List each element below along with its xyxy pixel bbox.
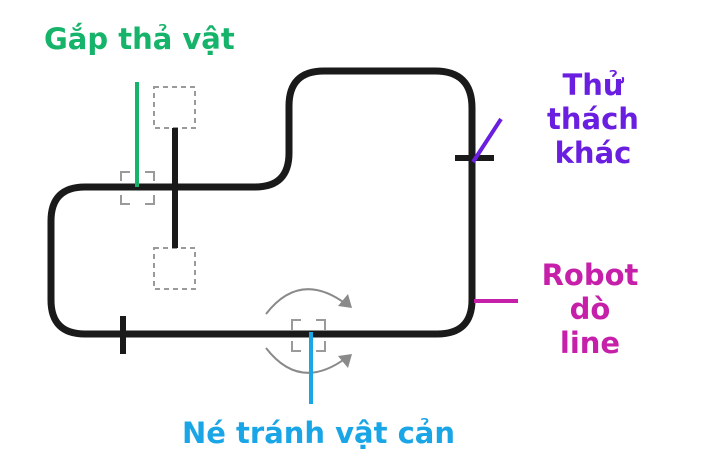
label-other-challenge: Thử thách khác — [547, 68, 639, 171]
arrow-head-bottom — [338, 354, 352, 368]
label-robot-line: Robot dò line — [541, 258, 639, 361]
label-grip-place: Gắp thả vật — [44, 22, 235, 56]
dashed-box-bottom — [153, 247, 196, 290]
arrow-head-top — [338, 294, 352, 308]
challenge-pointer — [471, 117, 503, 164]
dashed-corners-grip — [120, 171, 155, 205]
arrow-arc-top — [265, 288, 347, 315]
dashed-corners-obstacle — [291, 319, 326, 352]
label-obstacle-avoidance: Né tránh vật cản — [182, 416, 455, 450]
dashed-box-top — [153, 86, 196, 129]
arrow-arc-bottom — [265, 347, 347, 374]
line-track — [47, 67, 476, 338]
